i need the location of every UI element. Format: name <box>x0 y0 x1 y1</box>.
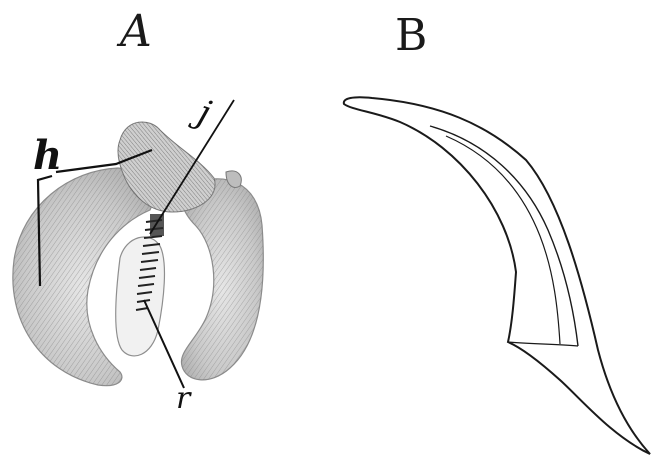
claw-base-line <box>508 342 578 346</box>
figure-b-claw <box>344 97 650 454</box>
claw-inner-curve-1 <box>430 126 578 346</box>
callout-label-r: r <box>176 384 190 414</box>
central-cavity <box>116 237 165 356</box>
callout-label-h: h <box>33 136 62 176</box>
panel-label-b: B <box>395 14 427 58</box>
panel-label-a: A <box>120 10 152 54</box>
claw-outline <box>344 97 650 454</box>
